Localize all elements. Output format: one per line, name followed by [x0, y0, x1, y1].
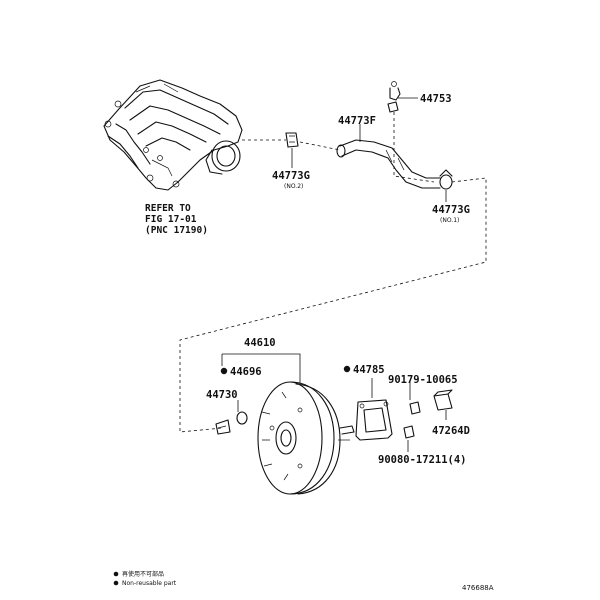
part-label-44753: 44753 — [420, 93, 452, 105]
brake-booster-drawing — [257, 381, 355, 495]
legend-item-jp: 再使用不可部品 — [122, 570, 164, 578]
clamp-no2-drawing — [285, 132, 299, 148]
refer-text-line3: (PNC 17190) — [145, 225, 208, 236]
vacuum-hose-drawing — [336, 139, 441, 189]
spacer-drawing — [433, 389, 453, 411]
part-note-no1: (NO.1) — [440, 217, 459, 224]
nut-drawing — [409, 401, 421, 415]
figure-code: 476688A — [462, 584, 494, 592]
part-label-44773f: 44773F — [338, 115, 376, 127]
connection-line — [299, 141, 341, 151]
grommet-drawing — [215, 411, 248, 435]
non-reusable-dot — [220, 367, 228, 375]
refer-text-line2: FIG 17-01 — [145, 214, 197, 225]
bolt-drawing — [403, 425, 415, 439]
part-label-47264d: 47264D — [432, 425, 470, 437]
part-label-44610: 44610 — [244, 337, 276, 349]
refer-text-line1: REFER TO — [145, 203, 191, 214]
connection-line — [393, 112, 435, 183]
part-label-44773g-no1: 44773G — [432, 204, 470, 216]
part-label-44785: 44785 — [353, 364, 385, 376]
legend-dot — [113, 580, 119, 586]
check-valve-drawing — [387, 81, 401, 113]
gasket-drawing — [355, 399, 393, 441]
non-reusable-dot — [343, 365, 351, 373]
part-label-44696: 44696 — [230, 366, 262, 378]
intake-manifold-drawing — [103, 79, 243, 191]
leader-line — [221, 353, 301, 384]
clamp-no1-drawing — [439, 169, 453, 190]
legend-item-en: Non-reusable part — [122, 580, 177, 587]
part-note-no2: (NO.2) — [284, 183, 303, 190]
part-label-90179: 90179-10065 — [388, 374, 458, 386]
part-label-44730: 44730 — [206, 389, 238, 401]
part-label-44773g-no2: 44773G — [272, 170, 310, 182]
legend-dot — [113, 571, 119, 577]
connection-line — [179, 177, 487, 433]
part-label-90080: 90080-17211(4) — [378, 454, 467, 466]
